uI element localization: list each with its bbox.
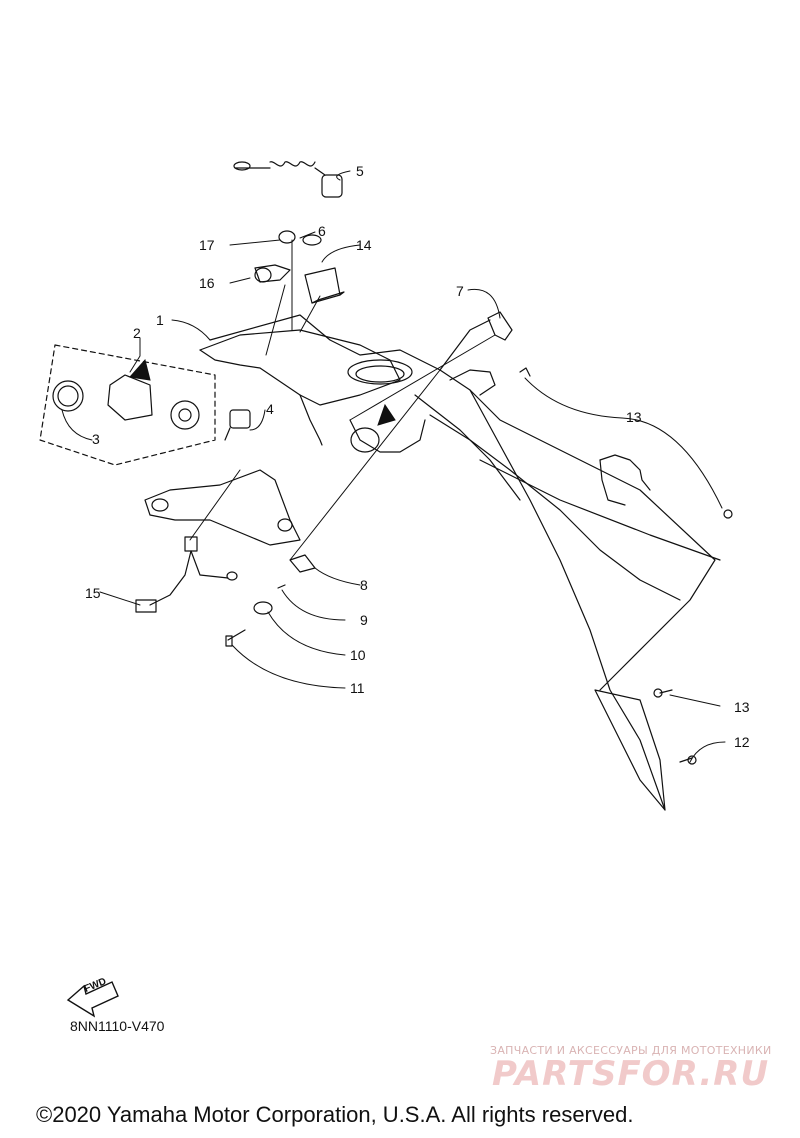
- callout-number: 17: [199, 237, 215, 253]
- cap: [254, 264, 291, 283]
- kit-box: [39, 344, 216, 466]
- callout-number: 9: [360, 612, 368, 628]
- callout-number: 16: [199, 275, 215, 291]
- callout-number: 2: [133, 325, 141, 341]
- arrow-marker: [377, 403, 396, 426]
- fastener-set: [225, 554, 316, 647]
- main-panel-outline: [144, 314, 721, 811]
- watermark-subtitle: ЗАПЧАСТИ И АКСЕССУАРЫ ДЛЯ МОТОТЕХНИКИ: [490, 1044, 772, 1057]
- callout-number: 6: [318, 223, 326, 239]
- cover: [487, 311, 513, 341]
- callout-number: 1: [156, 312, 164, 328]
- callout-number: 12: [734, 734, 750, 750]
- callout-number: 4: [266, 401, 274, 417]
- sensor: [224, 409, 251, 441]
- callout-number: 15: [85, 585, 101, 601]
- arrow-marker: [129, 358, 151, 381]
- callout-number: 5: [356, 163, 364, 179]
- leader-lines: [61, 170, 726, 763]
- switch: [304, 267, 345, 304]
- copyright-notice: ©2020 Yamaha Motor Corporation, U.S.A. A…: [36, 1102, 634, 1127]
- right-fasteners: [519, 367, 733, 765]
- fwd-direction-icon: [66, 981, 119, 1018]
- callout-number: 13: [734, 699, 750, 715]
- callout-number: 11: [350, 680, 365, 696]
- callout-number: 14: [356, 237, 372, 253]
- drawing-code: 8NN1110-V470: [70, 1018, 165, 1034]
- callout-number: 3: [92, 431, 100, 447]
- nut-and-washer: [278, 230, 322, 246]
- callout-number: 8: [360, 577, 368, 593]
- wire-harness: [135, 536, 238, 613]
- callout-number: 13: [626, 409, 642, 425]
- lanyard-key: [233, 161, 343, 198]
- callout-number: 7: [456, 283, 464, 299]
- watermark-logo: PARTSFOR.RU: [492, 1054, 770, 1094]
- callout-number: 10: [350, 647, 366, 663]
